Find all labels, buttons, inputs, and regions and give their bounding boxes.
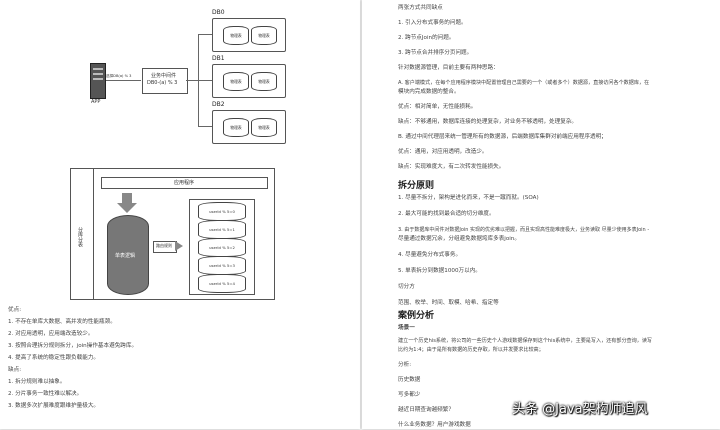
watermark: 头条 @Java架构师追风 (512, 402, 648, 417)
con-item: 2. 分片事务一致性难以解决。 (8, 391, 83, 397)
app-title-bar: 应用程序 (101, 177, 268, 189)
arrow-down-icon (122, 193, 132, 203)
db-cylinder: 物理表 (223, 72, 249, 91)
route-box: 路由规则 (153, 241, 177, 253)
con-item: 3. 数据多次扩展难度跟维护量极大。 (8, 403, 100, 409)
db0-label: DB0 (212, 9, 225, 16)
case-analysis-title: 案例分析 (398, 311, 435, 321)
case-analysis-body: 场景一 建立一个历史his系统，将公司的一些历史个人游戏数据保存到这个his系统… (398, 325, 653, 428)
db-cylinder: 物理表 (251, 26, 277, 45)
shard-cylinder: userId % 5=2 (198, 238, 246, 257)
server-icon (90, 63, 106, 99)
app-label: APP (91, 99, 101, 105)
db1-label: DB1 (212, 55, 225, 62)
sharding-topology-diagram: APP 选择DB(a) % 3 业务中间件 DB0-(a) % 3 DB0 物理… (80, 6, 290, 144)
common-drawbacks: 两张方式共同缺点 1. 引入分布式事务的问题。 2. 跨节点Join的问题。 3… (398, 5, 650, 170)
side-label: 分库分表 (77, 227, 83, 247)
route-arrow-icon (175, 241, 183, 251)
shard-cylinder: userId % 5=0 (198, 202, 246, 221)
outer-frame: 分库分表 应用程序 单表逻辑 路由规则 userId % 5=0 userId … (70, 168, 275, 300)
split-principles-list: 1. 尽量不拆分，架构是进化而来，不是一蹴而就。(SOA) 2. 最大可能的找到… (398, 195, 650, 306)
pro-item: 1. 不存在单库大数据、高并发的性能瓶颈。 (8, 319, 116, 325)
side-label-column: 分库分表 (71, 169, 94, 299)
shards-frame: userId % 5=0 userId % 5=1 userId % 5=2 u… (189, 199, 255, 295)
db1-group: 物理表 物理表 (212, 64, 286, 98)
middleware-box: 业务中间件 DB0-(a) % 3 (142, 68, 188, 94)
pros-cons-text: 优点: 1. 不存在单库大数据、高并发的性能瓶颈。 2. 对应用透明，应用端改造… (8, 306, 137, 411)
cons-heading: 缺点: (8, 367, 22, 373)
left-page: APP 选择DB(a) % 3 业务中间件 DB0-(a) % 3 DB0 物理… (0, 0, 360, 429)
db-cylinder: 物理表 (251, 118, 277, 137)
db-cylinder: 物理表 (223, 118, 249, 137)
db-cylinder: 物理表 (223, 26, 249, 45)
shard-cylinder: userId % 5=1 (198, 220, 246, 239)
con-item: 1. 拆分规则难以抽象。 (8, 379, 66, 385)
pro-item: 2. 对应用透明，应用端改造较少。 (8, 331, 94, 337)
logical-table-cylinder: 单表逻辑 (107, 215, 149, 295)
app-title: 应用程序 (174, 180, 195, 186)
split-principles-title: 拆分原则 (398, 181, 435, 191)
db0-group: 物理表 物理表 (212, 18, 286, 52)
db2-label: DB2 (212, 101, 225, 108)
db-cylinder: 物理表 (251, 72, 277, 91)
arrow-text: 选择DB(a) % 3 (106, 74, 132, 78)
shard-cylinder: userId % 5=4 (198, 274, 246, 293)
right-page: 两张方式共同缺点 1. 引入分布式事务的问题。 2. 跨节点Join的问题。 3… (362, 0, 720, 429)
pro-item: 3. 按照合理拆分规则拆分，join操作基本避免跨库。 (8, 343, 138, 349)
sharding-rule-diagram: 分库分表 应用程序 单表逻辑 路由规则 userId % 5=0 userId … (70, 168, 275, 300)
db2-group: 物理表 物理表 (212, 110, 286, 144)
shard-cylinder: userId % 5=3 (198, 256, 246, 275)
pro-item: 4. 提高了系统的稳定性跟负载能力。 (8, 355, 100, 361)
pros-heading: 优点: (8, 307, 22, 313)
arrow-head-icon (117, 203, 137, 213)
